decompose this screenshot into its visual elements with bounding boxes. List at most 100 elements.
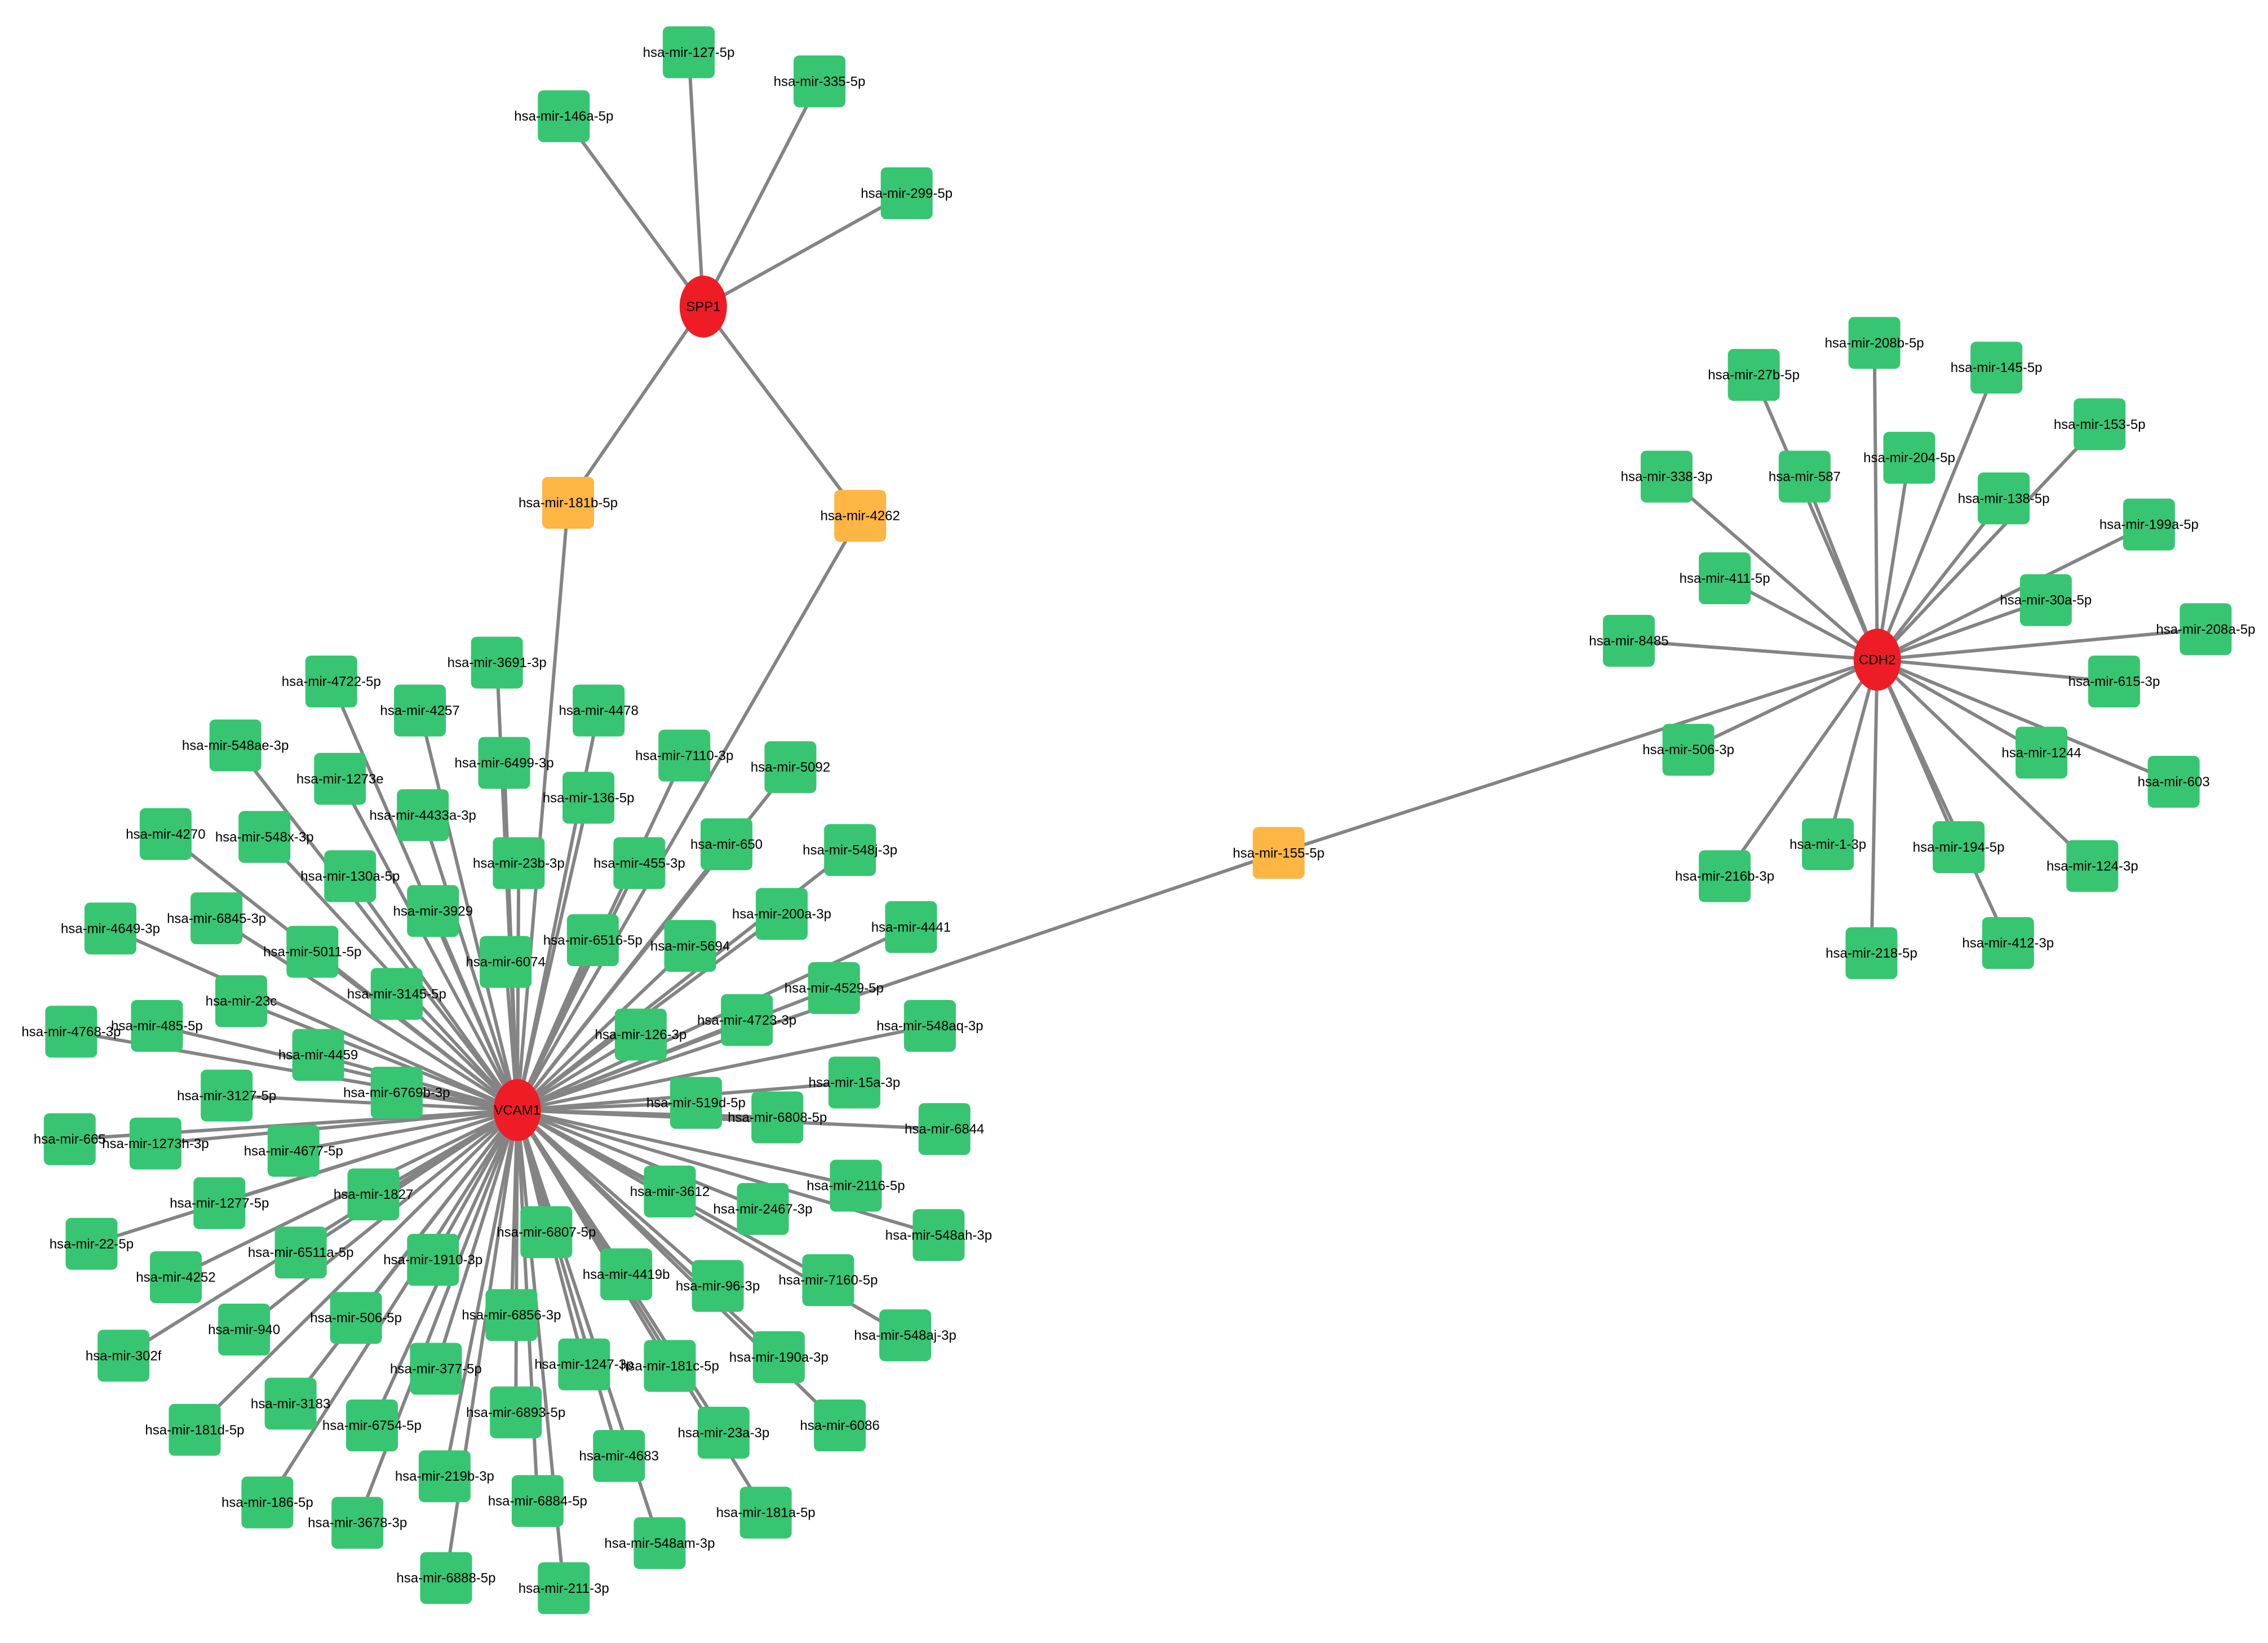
mirna-node-hsa-mir-377-5p[interactable]: hsa-mir-377-5p xyxy=(390,1343,482,1395)
mirna-node-hsa-mir-302f[interactable]: hsa-mir-302f xyxy=(86,1330,162,1382)
mirna-node-hsa-mir-548am-3p[interactable]: hsa-mir-548am-3p xyxy=(604,1517,715,1569)
mirna-node-hsa-mir-30a-5p[interactable]: hsa-mir-30a-5p xyxy=(2000,574,2092,626)
mirna-node-hsa-mir-1910-3p[interactable]: hsa-mir-1910-3p xyxy=(383,1234,482,1286)
mirna-node-hsa-mir-4441[interactable]: hsa-mir-4441 xyxy=(871,901,951,953)
mirna-node-hsa-mir-23b-3p[interactable]: hsa-mir-23b-3p xyxy=(473,837,565,889)
mirna-node-hsa-mir-8485[interactable]: hsa-mir-8485 xyxy=(1589,614,1669,667)
mirna-node-hsa-mir-6807-5p[interactable]: hsa-mir-6807-5p xyxy=(497,1206,596,1259)
mirna-node-hsa-mir-548j-3p[interactable]: hsa-mir-548j-3p xyxy=(803,824,897,876)
mirna-node-hsa-mir-200a-3p[interactable]: hsa-mir-200a-3p xyxy=(732,888,831,940)
mirna-node-hsa-mir-27b-5p[interactable]: hsa-mir-27b-5p xyxy=(1708,349,1800,401)
mirna-node-hsa-mir-146a-5p[interactable]: hsa-mir-146a-5p xyxy=(514,90,613,143)
mirna-node-hsa-mir-1277-5p[interactable]: hsa-mir-1277-5p xyxy=(170,1177,269,1229)
mirna-node-hsa-mir-1244[interactable]: hsa-mir-1244 xyxy=(2001,727,2081,779)
mirna-node-hsa-mir-3612[interactable]: hsa-mir-3612 xyxy=(630,1165,710,1217)
mirna-node-hsa-mir-615-3p[interactable]: hsa-mir-615-3p xyxy=(2068,656,2160,708)
mirna-node-hsa-mir-6074[interactable]: hsa-mir-6074 xyxy=(466,936,546,988)
mirna-node-hsa-mir-186-5p[interactable]: hsa-mir-186-5p xyxy=(222,1476,313,1529)
mirna-node-hsa-mir-6754-5p[interactable]: hsa-mir-6754-5p xyxy=(322,1400,422,1452)
mirna-node-hsa-mir-3678-3p[interactable]: hsa-mir-3678-3p xyxy=(308,1496,407,1549)
mirna-node-hsa-mir-153-5p[interactable]: hsa-mir-153-5p xyxy=(2054,398,2146,450)
mirna-node-hsa-mir-6511a-5p[interactable]: hsa-mir-6511a-5p xyxy=(248,1226,354,1279)
mirna-node-hsa-mir-455-3p[interactable]: hsa-mir-455-3p xyxy=(593,837,685,889)
mirna-node-hsa-mir-7160-5p[interactable]: hsa-mir-7160-5p xyxy=(778,1254,878,1307)
mirna-node-hsa-mir-4459[interactable]: hsa-mir-4459 xyxy=(278,1029,358,1081)
mirna-node-hsa-mir-1273e[interactable]: hsa-mir-1273e xyxy=(296,752,384,805)
mirna-node-hsa-mir-650[interactable]: hsa-mir-650 xyxy=(690,818,763,870)
mirna-node-hsa-mir-665[interactable]: hsa-mir-665 xyxy=(34,1113,106,1166)
mirna-node-hsa-mir-338-3p[interactable]: hsa-mir-338-3p xyxy=(1621,450,1713,503)
mirna-node-hsa-mir-6499-3p[interactable]: hsa-mir-6499-3p xyxy=(455,737,554,789)
mirna-node-hsa-mir-4768-3p[interactable]: hsa-mir-4768-3p xyxy=(21,1006,121,1058)
mirna-node-hsa-mir-6844[interactable]: hsa-mir-6844 xyxy=(905,1103,984,1155)
gene-node-spp1[interactable]: SPP1 xyxy=(679,275,727,338)
mirna-node-hsa-mir-4683[interactable]: hsa-mir-4683 xyxy=(579,1430,659,1482)
mirna-node-hsa-mir-126-3p[interactable]: hsa-mir-126-3p xyxy=(595,1008,687,1061)
mirna-node-hsa-mir-199a-5p[interactable]: hsa-mir-199a-5p xyxy=(2099,498,2199,551)
mirna-node-hsa-mir-23c[interactable]: hsa-mir-23c xyxy=(206,975,277,1028)
mirna-node-hsa-mir-485-5p[interactable]: hsa-mir-485-5p xyxy=(111,1000,203,1052)
mirna-node-hsa-mir-219b-3p[interactable]: hsa-mir-219b-3p xyxy=(395,1450,494,1503)
mirna-node-hsa-mir-7110-3p[interactable]: hsa-mir-7110-3p xyxy=(635,729,733,782)
mirna-node-hsa-mir-3145-5p[interactable]: hsa-mir-3145-5p xyxy=(347,968,446,1020)
mirna-node-hsa-mir-506-3p[interactable]: hsa-mir-506-3p xyxy=(1642,724,1734,776)
mirna-node-hsa-mir-4433a-3p[interactable]: hsa-mir-4433a-3p xyxy=(369,789,476,842)
mirna-node-hsa-mir-1273h-3p[interactable]: hsa-mir-1273h-3p xyxy=(102,1117,209,1170)
mirna-node-hsa-mir-208a-5p[interactable]: hsa-mir-208a-5p xyxy=(2156,603,2255,656)
mirna-node-hsa-mir-4270[interactable]: hsa-mir-4270 xyxy=(126,808,206,860)
mirna-node-hsa-mir-15a-3p[interactable]: hsa-mir-15a-3p xyxy=(808,1056,900,1109)
gene-node-cdh2[interactable]: CDH2 xyxy=(1853,628,1901,691)
mirna-node-hsa-mir-548ae-3p[interactable]: hsa-mir-548ae-3p xyxy=(182,719,289,772)
mirna-node-hsa-mir-6884-5p[interactable]: hsa-mir-6884-5p xyxy=(488,1475,587,1527)
mirna-node-hsa-mir-181c-5p[interactable]: hsa-mir-181c-5p xyxy=(621,1340,719,1392)
mirna-node-hsa-mir-194-5p[interactable]: hsa-mir-194-5p xyxy=(1913,821,2005,873)
mirna-node-hsa-mir-587[interactable]: hsa-mir-587 xyxy=(1769,450,1841,503)
mirna-node-hsa-mir-548x-3p[interactable]: hsa-mir-548x-3p xyxy=(215,811,314,863)
mirna-node-hsa-mir-4677-5p[interactable]: hsa-mir-4677-5p xyxy=(244,1124,343,1177)
mirna-node-hsa-mir-1827[interactable]: hsa-mir-1827 xyxy=(334,1168,413,1221)
mirna-node-hsa-mir-4478[interactable]: hsa-mir-4478 xyxy=(559,684,639,737)
mirna-node-hsa-mir-181d-5p[interactable]: hsa-mir-181d-5p xyxy=(145,1403,244,1456)
mirna-node-hsa-mir-6893-5p[interactable]: hsa-mir-6893-5p xyxy=(466,1386,565,1438)
mirna-node-hsa-mir-6516-5p[interactable]: hsa-mir-6516-5p xyxy=(543,914,643,966)
mirna-node-hsa-mir-4419b[interactable]: hsa-mir-4419b xyxy=(583,1248,670,1300)
mirna-node-hsa-mir-4722-5p[interactable]: hsa-mir-4722-5p xyxy=(282,656,381,708)
mirna-node-hsa-mir-211-3p[interactable]: hsa-mir-211-3p xyxy=(519,1562,609,1614)
mirna-node-hsa-mir-4649-3p[interactable]: hsa-mir-4649-3p xyxy=(61,902,160,955)
gene-node-vcam1[interactable]: VCAM1 xyxy=(493,1079,541,1141)
mirna-node-hsa-mir-1-3p[interactable]: hsa-mir-1-3p xyxy=(1789,818,1866,870)
mirna-node-hsa-mir-4723-3p[interactable]: hsa-mir-4723-3p xyxy=(697,994,796,1046)
mirna-node-hsa-mir-548aj-3p[interactable]: hsa-mir-548aj-3p xyxy=(854,1309,956,1362)
mirna-node-hsa-mir-548aq-3p[interactable]: hsa-mir-548aq-3p xyxy=(876,1000,984,1052)
mirna-node-hsa-mir-218-5p[interactable]: hsa-mir-218-5p xyxy=(1826,927,1917,980)
mirna-node-hsa-mir-208b-5p[interactable]: hsa-mir-208b-5p xyxy=(1825,317,1924,369)
mirna-node-hsa-mir-4262[interactable]: hsa-mir-4262 xyxy=(820,490,900,542)
mirna-node-hsa-mir-519d-5p[interactable]: hsa-mir-519d-5p xyxy=(646,1077,746,1129)
mirna-node-hsa-mir-181a-5p[interactable]: hsa-mir-181a-5p xyxy=(716,1486,816,1539)
mirna-node-hsa-mir-6845-3p[interactable]: hsa-mir-6845-3p xyxy=(167,892,266,945)
mirna-node-hsa-mir-96-3p[interactable]: hsa-mir-96-3p xyxy=(676,1260,760,1312)
mirna-node-hsa-mir-2116-5p[interactable]: hsa-mir-2116-5p xyxy=(807,1159,905,1212)
mirna-node-hsa-mir-506-5p[interactable]: hsa-mir-506-5p xyxy=(310,1292,402,1344)
mirna-node-hsa-mir-603[interactable]: hsa-mir-603 xyxy=(2138,755,2210,808)
mirna-node-hsa-mir-299-5p[interactable]: hsa-mir-299-5p xyxy=(861,167,953,219)
mirna-node-hsa-mir-2467-3p[interactable]: hsa-mir-2467-3p xyxy=(713,1183,812,1235)
mirna-node-hsa-mir-3691-3p[interactable]: hsa-mir-3691-3p xyxy=(448,636,547,689)
mirna-node-hsa-mir-136-5p[interactable]: hsa-mir-136-5p xyxy=(543,772,635,824)
mirna-node-hsa-mir-5092[interactable]: hsa-mir-5092 xyxy=(751,741,830,794)
mirna-node-hsa-mir-4257[interactable]: hsa-mir-4257 xyxy=(380,684,460,737)
mirna-node-hsa-mir-6086[interactable]: hsa-mir-6086 xyxy=(800,1400,880,1452)
mirna-node-hsa-mir-22-5p[interactable]: hsa-mir-22-5p xyxy=(50,1217,134,1270)
mirna-node-hsa-mir-4529-5p[interactable]: hsa-mir-4529-5p xyxy=(785,962,884,1015)
mirna-node-hsa-mir-411-5p[interactable]: hsa-mir-411-5p xyxy=(1680,552,1770,605)
mirna-node-hsa-mir-5011-5p[interactable]: hsa-mir-5011-5p xyxy=(263,925,361,978)
mirna-node-hsa-mir-127-5p[interactable]: hsa-mir-127-5p xyxy=(643,26,735,78)
mirna-node-hsa-mir-548ah-3p[interactable]: hsa-mir-548ah-3p xyxy=(885,1209,992,1261)
mirna-node-hsa-mir-940[interactable]: hsa-mir-940 xyxy=(208,1303,280,1356)
mirna-node-hsa-mir-216b-3p[interactable]: hsa-mir-216b-3p xyxy=(1675,850,1774,902)
mirna-node-hsa-mir-181b-5p[interactable]: hsa-mir-181b-5p xyxy=(519,476,618,529)
mirna-node-hsa-mir-5694[interactable]: hsa-mir-5694 xyxy=(650,920,730,972)
mirna-node-hsa-mir-335-5p[interactable]: hsa-mir-335-5p xyxy=(774,55,866,108)
mirna-node-hsa-mir-23a-3p[interactable]: hsa-mir-23a-3p xyxy=(677,1406,769,1459)
mirna-node-hsa-mir-204-5p[interactable]: hsa-mir-204-5p xyxy=(1863,432,1955,484)
